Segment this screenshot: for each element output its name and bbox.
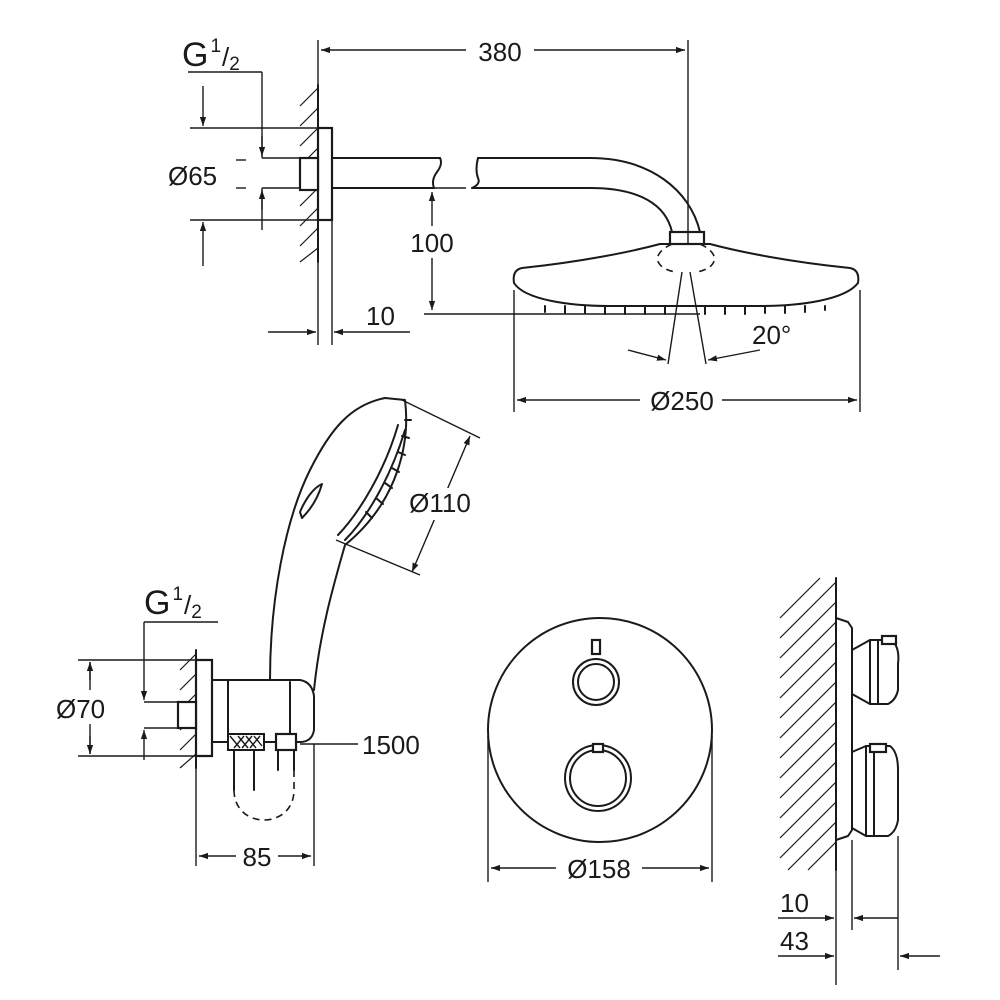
dim-spray-angle: 20° — [752, 320, 791, 350]
holder-body — [211, 679, 315, 743]
lower-knob — [564, 744, 632, 812]
thermostat-side-view: 10 43 — [778, 577, 940, 985]
dim-drop-height: 100 — [410, 228, 453, 258]
head-connector-nut — [668, 230, 706, 246]
thermostat-front-view: Ø158 — [487, 617, 713, 884]
outlet-flange — [194, 658, 214, 758]
shower-head — [512, 243, 860, 307]
dim-wall-offset: 10 — [366, 301, 395, 331]
side-cover-plate — [835, 617, 853, 841]
dim-plate-diameter: Ø158 — [567, 854, 631, 884]
wall-hatching-thermostat — [779, 577, 837, 871]
thread-stub — [298, 156, 320, 192]
shower-arm — [331, 157, 441, 189]
side-lower-knob — [851, 745, 899, 837]
dim-thermostat-projection: 43 — [780, 926, 809, 956]
dim-arm-length: 380 — [478, 37, 521, 67]
dim-holder-projection: 85 — [243, 842, 272, 872]
dim-plate-depth: 10 — [780, 888, 809, 918]
hand-spray-nozzles — [365, 419, 412, 519]
dim-hose-length: 1500 — [362, 730, 420, 760]
dim-head-diameter: Ø250 — [650, 386, 714, 416]
cover-plate — [487, 617, 713, 843]
spray-nozzles — [544, 305, 826, 315]
upper-knob — [572, 658, 620, 706]
hose-loop — [233, 770, 295, 821]
dim-flange-diameter: Ø65 — [168, 161, 217, 191]
dim-hand-head-diameter: Ø110 — [409, 488, 471, 518]
side-upper-knob — [851, 639, 900, 705]
dim-outlet-diameter: Ø70 — [56, 694, 105, 724]
hand-shower-handle — [269, 397, 408, 691]
wall-flange — [316, 126, 334, 222]
